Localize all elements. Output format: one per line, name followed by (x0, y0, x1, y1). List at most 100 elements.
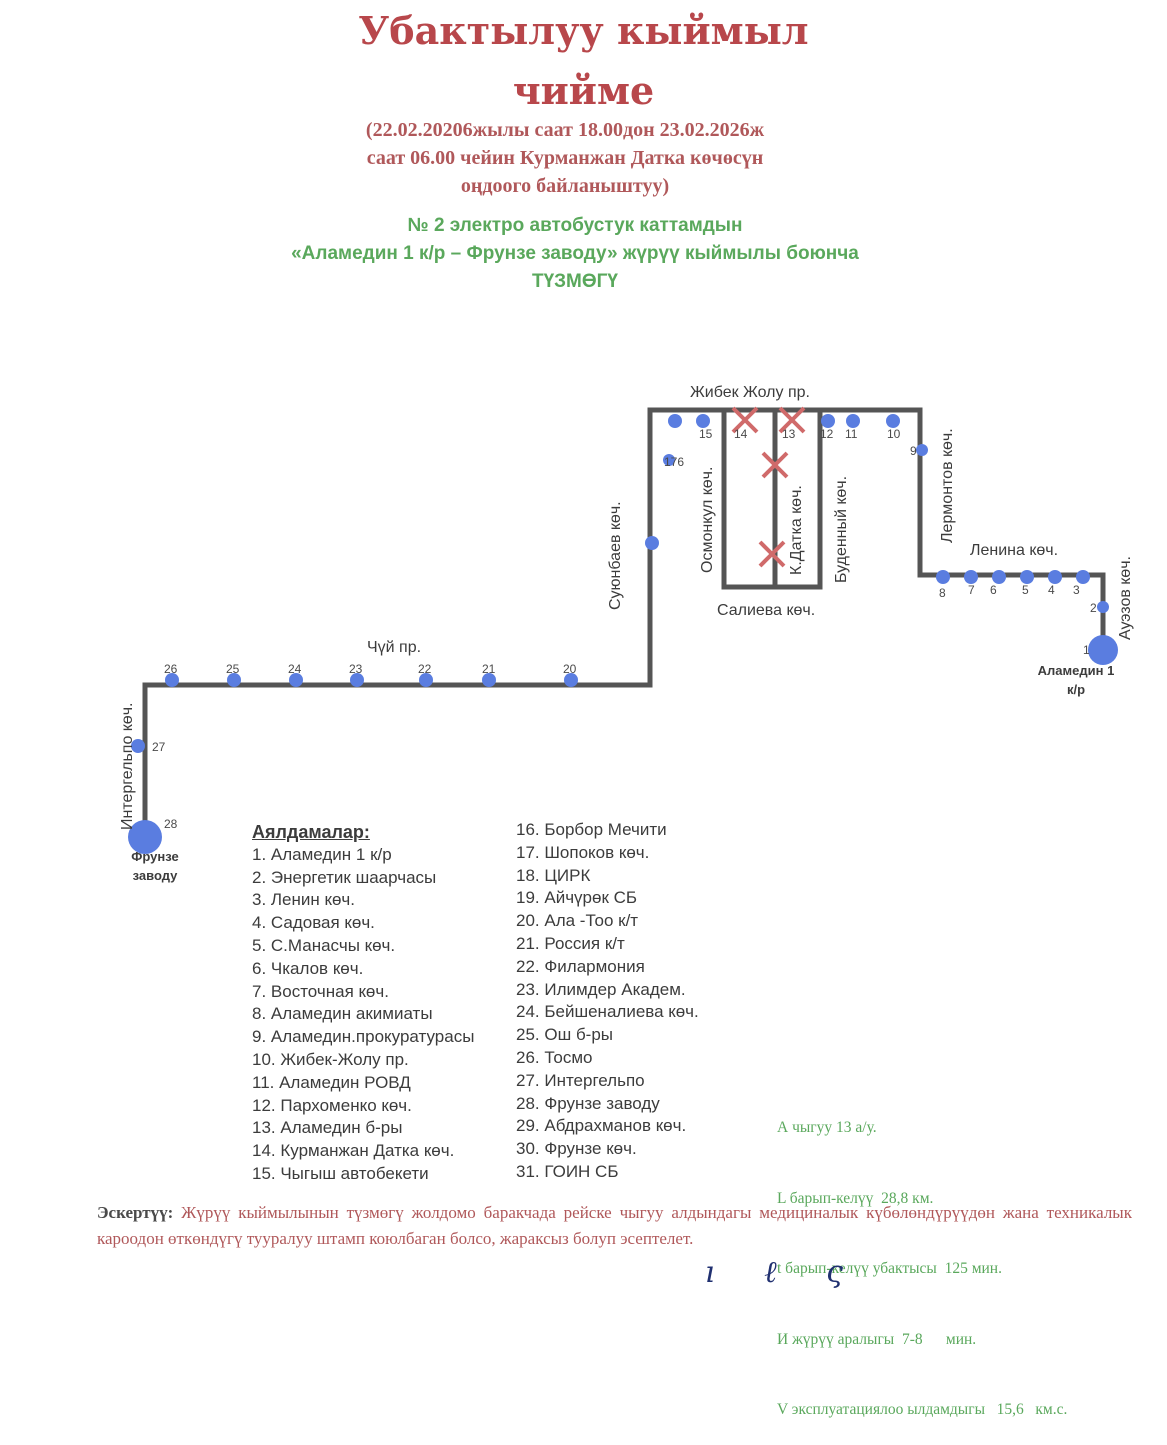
stop-dot (1048, 570, 1062, 584)
street-label-auezov: Ауэзов көч. (1117, 556, 1134, 640)
stop-item: 19. Айчүрөк СБ (516, 888, 638, 908)
stop-dot (128, 820, 162, 854)
stop-item: 12. Пархоменко көч. (252, 1095, 412, 1115)
stop-item: 14. Курманжан Датка көч. (252, 1141, 455, 1161)
route-line-3: ТҮЗМӨГҮ (531, 271, 619, 292)
street-label-kdatka: К.Датка көч. (788, 485, 805, 575)
stop-dot (964, 570, 978, 584)
stop-item: 2. Энергетик шаарчасы (252, 867, 437, 887)
stop-item: 15. Чыгыш автобекети (252, 1163, 429, 1183)
stop-number: 24 (288, 662, 302, 676)
stat-speed: V эксплуатациялоо ылдамдыгы 15,6 км.с. (777, 1401, 1068, 1418)
stop-dot (564, 673, 578, 687)
stop-item: 11. Аламедин РОВД (252, 1072, 411, 1092)
stop-item: 6. Чкалов көч. (252, 958, 364, 978)
stop-number: 6 (990, 583, 997, 597)
stop-number: 23 (349, 662, 363, 676)
stop-dot (1097, 601, 1109, 613)
stop-number: 15 (699, 427, 713, 441)
street-label-salieva: Салиева көч. (717, 602, 815, 619)
stops-heading: Аялдамалар: (252, 822, 370, 842)
stop-number: 1 (1083, 643, 1090, 657)
stop-item: 16. Борбор Мечити (516, 820, 667, 839)
stop-dot (289, 673, 303, 687)
stop-dot (1020, 570, 1034, 584)
stop-item: 29. Абдрахманов көч. (516, 1116, 687, 1136)
stop-item: 31. ГОИН СБ (516, 1161, 619, 1181)
stop-dot (846, 414, 860, 428)
stop-dot (821, 414, 835, 428)
stop-dot (1088, 635, 1118, 665)
route-line-1: № 2 электро автобустук каттамдын (407, 215, 743, 236)
stop-item: 9. Аламедин.прокуратурасы (252, 1027, 475, 1047)
stop-item: 1. Аламедин 1 к/р (252, 844, 392, 864)
stop-item: 21. Россия к/т (516, 933, 625, 953)
stop-number: 14 (734, 427, 748, 441)
closed-mark (778, 406, 806, 434)
period-line-1: (22.02.20206жылы саат 18.00дон 23.02.202… (365, 119, 765, 141)
stop-dot (482, 673, 496, 687)
stop-item: 20. Ала -Тоо к/т (516, 911, 639, 931)
stop-number: 7 (968, 583, 975, 597)
route-line (142, 407, 1106, 838)
note-text: Жүрүү кыймылынын түзмөгү жолдомо баракча… (97, 1203, 1132, 1248)
stat-time: t барып-келүү убактысы 125 мин. (777, 1260, 1002, 1277)
stop-item: 22. Филармония (516, 956, 645, 976)
street-label-lenina: Ленина көч. (970, 542, 1058, 559)
terminal-end-label: заводу (133, 868, 179, 883)
stop-dot (936, 570, 950, 584)
stop-number: 20 (563, 662, 577, 676)
stop-item: 13. Аламедин б-ры (252, 1118, 403, 1138)
stop-number: 2 (1090, 601, 1097, 615)
title-line-2: чийме (512, 68, 655, 113)
stop-number: 21 (482, 662, 496, 676)
stop-number: 13 (782, 427, 796, 441)
stop-number: 28 (164, 817, 178, 831)
stop-number: 25 (226, 662, 240, 676)
stop-item: 30. Фрунзе көч. (516, 1139, 637, 1159)
signature: ı ℓ ς (705, 1255, 863, 1290)
terminal-start-label: к/р (1067, 682, 1085, 697)
closed-mark (731, 406, 759, 434)
stop-number: 176 (664, 455, 684, 469)
stop-number: 10 (887, 427, 901, 441)
stop-item: 18. ЦИРК (516, 865, 591, 885)
stop-dot (992, 570, 1006, 584)
stop-number: 22 (418, 662, 432, 676)
stop-number: 11 (845, 427, 858, 441)
stop-item: 26. Тосмо (516, 1047, 593, 1067)
stop-dot (165, 673, 179, 687)
street-label-suyunbaev: Суюнбаев көч. (607, 501, 624, 610)
closed-mark (758, 540, 786, 568)
period-line-2: саат 06.00 чейин Курманжан Датка көчөсүн (366, 147, 764, 169)
stop-number: 26 (164, 662, 178, 676)
route-line-2: «Аламедин 1 к/р – Фрунзе заводу» жүрүү к… (291, 243, 859, 264)
stop-number: 9 (910, 444, 917, 458)
stop-item: 7. Восточная көч. (252, 981, 389, 1001)
stop-item: 5. С.Манасчы көч. (252, 935, 396, 955)
stop-item: 23. Илимдер Академ. (516, 979, 686, 999)
terminal-start-label: Аламедин 1 (1038, 663, 1115, 678)
stop-number: 8 (939, 586, 946, 600)
stop-number: 12 (820, 427, 834, 441)
street-label-chuy: Чүй пр. (367, 639, 421, 656)
stop-item: 27. Интергельпо (516, 1070, 645, 1090)
stop-dot (350, 673, 364, 687)
stat-interval: И жүрүү аралыгы 7-8 мин. (777, 1330, 977, 1348)
stop-dot (227, 673, 241, 687)
stop-number: 27 (152, 740, 166, 754)
stop-number: 3 (1073, 583, 1080, 597)
route-map: 1 2 3 4 5 6 7 8 9 10 11 12 13 14 15 176 … (119, 384, 1134, 883)
stop-item: 25. Ош б-ры (516, 1025, 614, 1045)
stop-number: 4 (1048, 583, 1055, 597)
stops-list-left: Аялдамалар: 1. Аламедин 1 к/р 2. Энергет… (252, 821, 474, 1186)
street-label-zhibek: Жибек Жолу пр. (690, 384, 810, 401)
period-line-3: оңдоого байланыштуу) (460, 175, 670, 197)
street-label-budennyi: Буденный көч. (833, 476, 850, 583)
stop-dot (1076, 570, 1090, 584)
stops-list-right: 16. Борбор Мечити 17. Шопоков көч. 18. Ц… (516, 819, 699, 1184)
stop-dot (131, 739, 145, 753)
stop-item: 24. Бейшеналиева көч. (516, 1002, 699, 1022)
terminal-end-label: Фрунзе (131, 849, 178, 864)
stop-item: 28. Фрунзе заводу (516, 1093, 660, 1113)
